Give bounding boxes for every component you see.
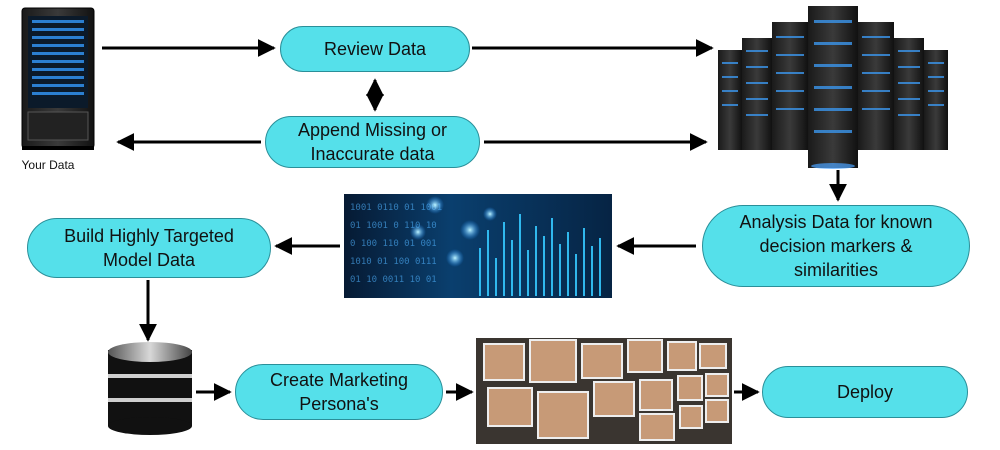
svg-text:0 100 110 01 001: 0 100 110 01 001 bbox=[350, 239, 437, 249]
deploy-node: Deploy bbox=[762, 366, 968, 418]
build-model-node: Build Highly Targeted Model Data bbox=[27, 218, 271, 278]
your-data-label: Your Data bbox=[21, 158, 75, 172]
svg-text:01 10 0011 10 01: 01 10 0011 10 01 bbox=[350, 275, 437, 285]
review-data-node: Review Data bbox=[280, 26, 470, 72]
svg-text:1001 0110 01 1001: 1001 0110 01 1001 bbox=[350, 203, 442, 213]
svg-text:1010 01 100 0111: 1010 01 100 0111 bbox=[350, 257, 437, 267]
analysis-data-node: Analysis Data for known decision markers… bbox=[702, 205, 970, 287]
connector-arrows bbox=[102, 39, 847, 401]
svg-text:01 1001 0 110 10: 01 1001 0 110 10 bbox=[350, 221, 437, 231]
server-rack-icon bbox=[21, 7, 95, 150]
server-farm-icon bbox=[718, 6, 948, 169]
digital-data-stream-image: 1001 0110 01 1001 01 1001 0 110 10 0 100… bbox=[344, 194, 612, 298]
people-faces-collage-image bbox=[476, 338, 732, 444]
create-persona-node: Create Marketing Persona's bbox=[235, 364, 443, 420]
database-stack-icon bbox=[108, 342, 192, 435]
append-data-node: Append Missing or Inaccurate data bbox=[265, 116, 480, 168]
